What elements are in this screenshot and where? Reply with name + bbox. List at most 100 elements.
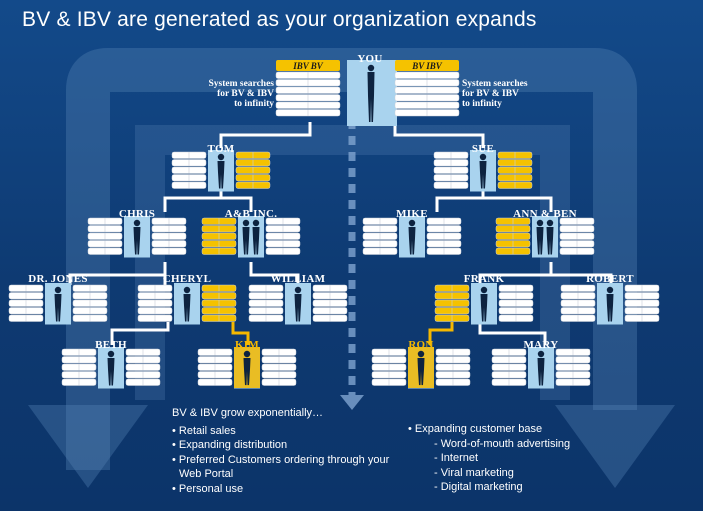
ibv-badge-left [276,60,340,71]
node-ann-ben [495,216,595,258]
person-head [242,219,250,227]
person-body [480,294,488,322]
person-body [479,161,487,189]
person-body [183,294,191,322]
person-body [107,358,115,386]
connector-line [68,262,167,285]
person-head [417,350,425,358]
person-head [546,219,554,227]
person-body [536,227,544,255]
connector-line [393,122,485,148]
node-ab-inc [201,216,301,258]
growth-list-right: • Expanding customer base - Word-of-mout… [408,422,608,495]
page-title: BV & IBV are generated as your organizat… [22,8,537,31]
person-body [294,294,302,322]
node-mike [362,216,462,258]
node-beth [61,347,161,389]
growth-list-heading: BV & IBV grow exponentially… [172,407,324,419]
person-label: A&B INC. [224,208,278,220]
node-robert [560,283,660,325]
you-node [275,60,460,126]
node-tom [171,150,271,192]
person-head [537,350,545,358]
sub-viral-marketing: - Viral marketing [434,466,514,479]
person-label: CHRIS [118,208,156,220]
connector-line [551,273,613,285]
node-cheryl [137,283,237,325]
connector-line [221,196,253,212]
you-label: YOU [357,53,383,65]
person-body [217,161,225,189]
person-label: RON [408,339,434,351]
node-mary [491,347,591,389]
person-body [417,358,425,385]
person-head [536,219,544,227]
person-head [479,153,487,161]
person-head [217,153,225,161]
person-label: TOM [207,143,235,155]
sub-digital-marketing: - Digital marketing [434,481,523,494]
bullet-personal-use: • Personal use [172,482,244,495]
person-label: FRANK [463,273,505,285]
person-label: SUE [471,143,495,155]
person-body [537,358,545,386]
node-dr-jones [8,283,108,325]
bullet-preferred-customers: • Preferred Customers ordering through y… [172,453,390,466]
person-label: BETH [95,339,127,351]
person-body [252,227,260,255]
outer-right-arrow-head [555,405,675,488]
bullet-retail-sales: • Retail sales [172,424,236,437]
system-search-note-right: System searches for BV & IBV to infinity [462,79,528,109]
person-label: KIM [234,339,260,351]
system-search-note-left: System searches for BV & IBV to infinity [208,79,274,109]
connector-line [249,262,300,285]
customer-base-heading: • Expanding customer base [408,423,543,435]
highlight-connector-line [231,322,250,345]
person-head [367,64,375,72]
highlight-connector-line [428,322,454,345]
person-head [54,286,62,294]
person-body [243,358,251,385]
person-body [546,227,554,255]
connector-line [219,122,312,148]
connector-line [478,262,553,285]
node-william [248,283,348,325]
you-badge-right-text: BV IBV [411,61,443,71]
node-sue [433,150,533,192]
sub-internet: - Internet [434,452,479,465]
connector-line [110,322,170,345]
person-head [408,219,416,227]
person-body [133,227,141,255]
person-label: MARY [523,339,559,351]
growth-list-left: BV & IBV grow exponentially… • Retail sa… [172,406,407,497]
bullet-expanding-distribution: • Expanding distribution [172,439,288,452]
person-head [243,350,251,358]
outer-left-arrow-head [28,405,148,488]
person-head [294,286,302,294]
you-badge-left-text: IBV BV [292,61,324,71]
ibv-badge-right [395,60,459,71]
person-head [252,219,260,227]
connector-line [478,322,547,345]
person-label: ANN & BEN [513,208,577,220]
sub-word-of-mouth: - Word-of-mouth advertising [434,437,571,450]
figure-panel [532,216,558,258]
person-body [242,227,250,255]
bullet-web-portal: Web Portal [179,468,234,481]
person-label: WILLIAM [270,273,326,285]
person-head [133,219,141,227]
person-head [606,286,614,294]
person-label: ROBERT [586,273,634,285]
person-label: DR. JONES [28,273,88,285]
node-chris [87,216,187,258]
connector-line [483,196,553,212]
figure-panel [238,216,264,258]
person-label: CHERYL [162,273,212,285]
person-label: MIKE [396,208,428,220]
person-head [107,350,115,358]
person-body [367,72,375,122]
person-head [480,286,488,294]
center-arrow-head [340,395,364,410]
